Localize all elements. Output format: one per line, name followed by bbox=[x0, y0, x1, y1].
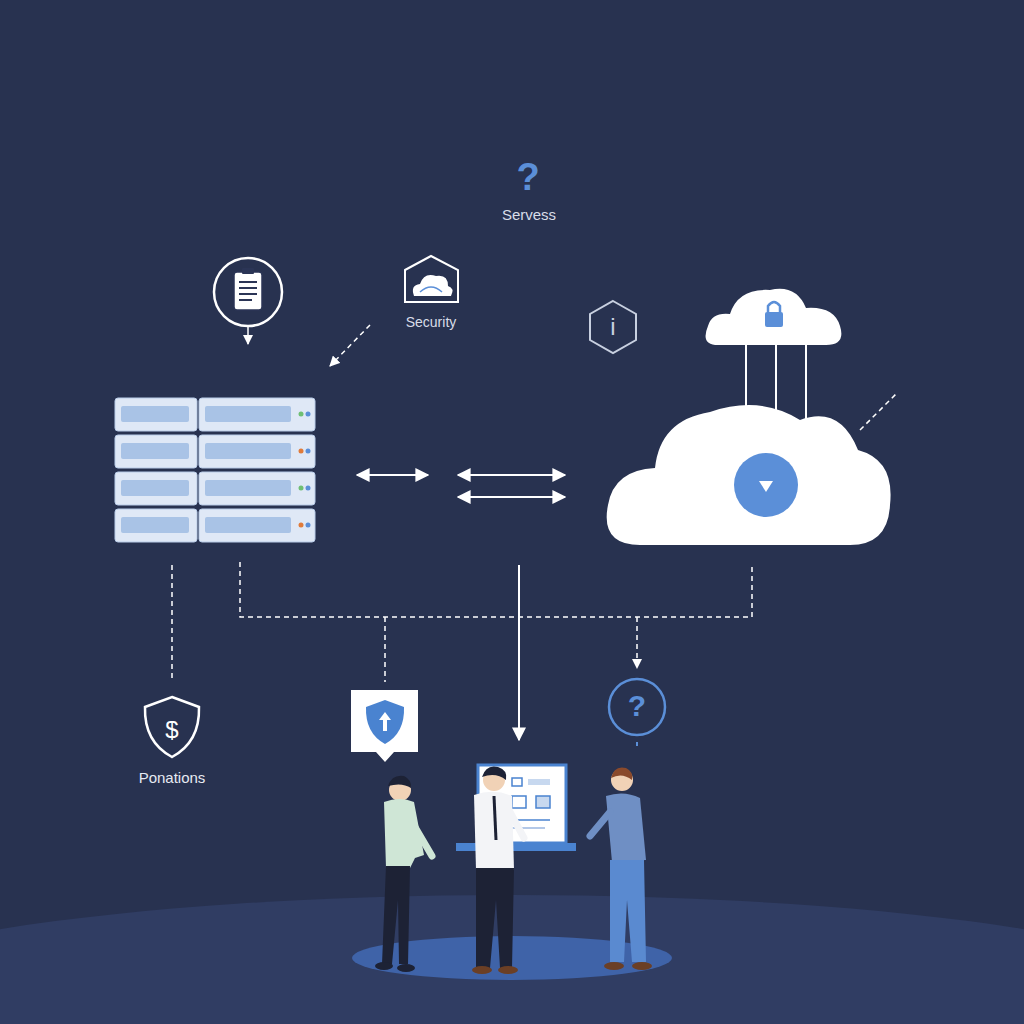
status-led bbox=[306, 449, 311, 454]
person-right bbox=[590, 767, 652, 970]
security-label: Security bbox=[406, 314, 457, 330]
status-led bbox=[306, 523, 311, 528]
rack-unit bbox=[115, 472, 197, 505]
clipboard-icon bbox=[214, 258, 282, 344]
person-center bbox=[472, 766, 524, 974]
rack-bay bbox=[205, 406, 291, 422]
donations-label: Ponations bbox=[139, 769, 206, 786]
help-glyph: ? bbox=[628, 689, 646, 724]
info-glyph: i bbox=[610, 313, 615, 341]
status-led bbox=[306, 412, 311, 417]
rack-bay bbox=[205, 517, 291, 533]
laptop bbox=[456, 765, 576, 851]
rack-unit bbox=[199, 472, 315, 505]
help-circle bbox=[609, 679, 665, 735]
rack-bay bbox=[205, 443, 291, 459]
shield-card bbox=[351, 690, 418, 762]
help-tick bbox=[636, 742, 638, 746]
status-led bbox=[299, 486, 304, 491]
dollar-shield bbox=[145, 697, 199, 757]
server-rack bbox=[115, 398, 315, 542]
rack-unit bbox=[115, 398, 197, 431]
rack-bay bbox=[121, 517, 189, 533]
status-led bbox=[299, 523, 304, 528]
solid-arrow bbox=[518, 565, 520, 740]
rack-unit bbox=[115, 509, 197, 542]
person-left bbox=[375, 776, 432, 972]
dashed-line bbox=[860, 394, 896, 430]
rack-unit bbox=[199, 509, 315, 542]
rack-bay bbox=[121, 443, 189, 459]
question-mark: ? bbox=[516, 156, 539, 200]
rack-unit bbox=[199, 435, 315, 468]
rack-bay bbox=[205, 480, 291, 496]
main-cloud bbox=[607, 405, 891, 545]
rack-bay bbox=[121, 480, 189, 496]
double-arrows bbox=[357, 475, 565, 497]
dollar-symbol: $ bbox=[165, 716, 178, 743]
lock-cloud bbox=[706, 289, 842, 420]
status-led bbox=[299, 412, 304, 417]
rack-unit bbox=[199, 398, 315, 431]
status-led bbox=[306, 486, 311, 491]
security-icon bbox=[405, 256, 458, 302]
dashed-arrow bbox=[330, 325, 370, 366]
status-led bbox=[299, 449, 304, 454]
rack-bay bbox=[121, 406, 189, 422]
title-label: Servess bbox=[502, 206, 556, 223]
info-hexagon bbox=[590, 301, 636, 353]
dashed-network bbox=[172, 562, 752, 682]
rack-unit bbox=[115, 435, 197, 468]
